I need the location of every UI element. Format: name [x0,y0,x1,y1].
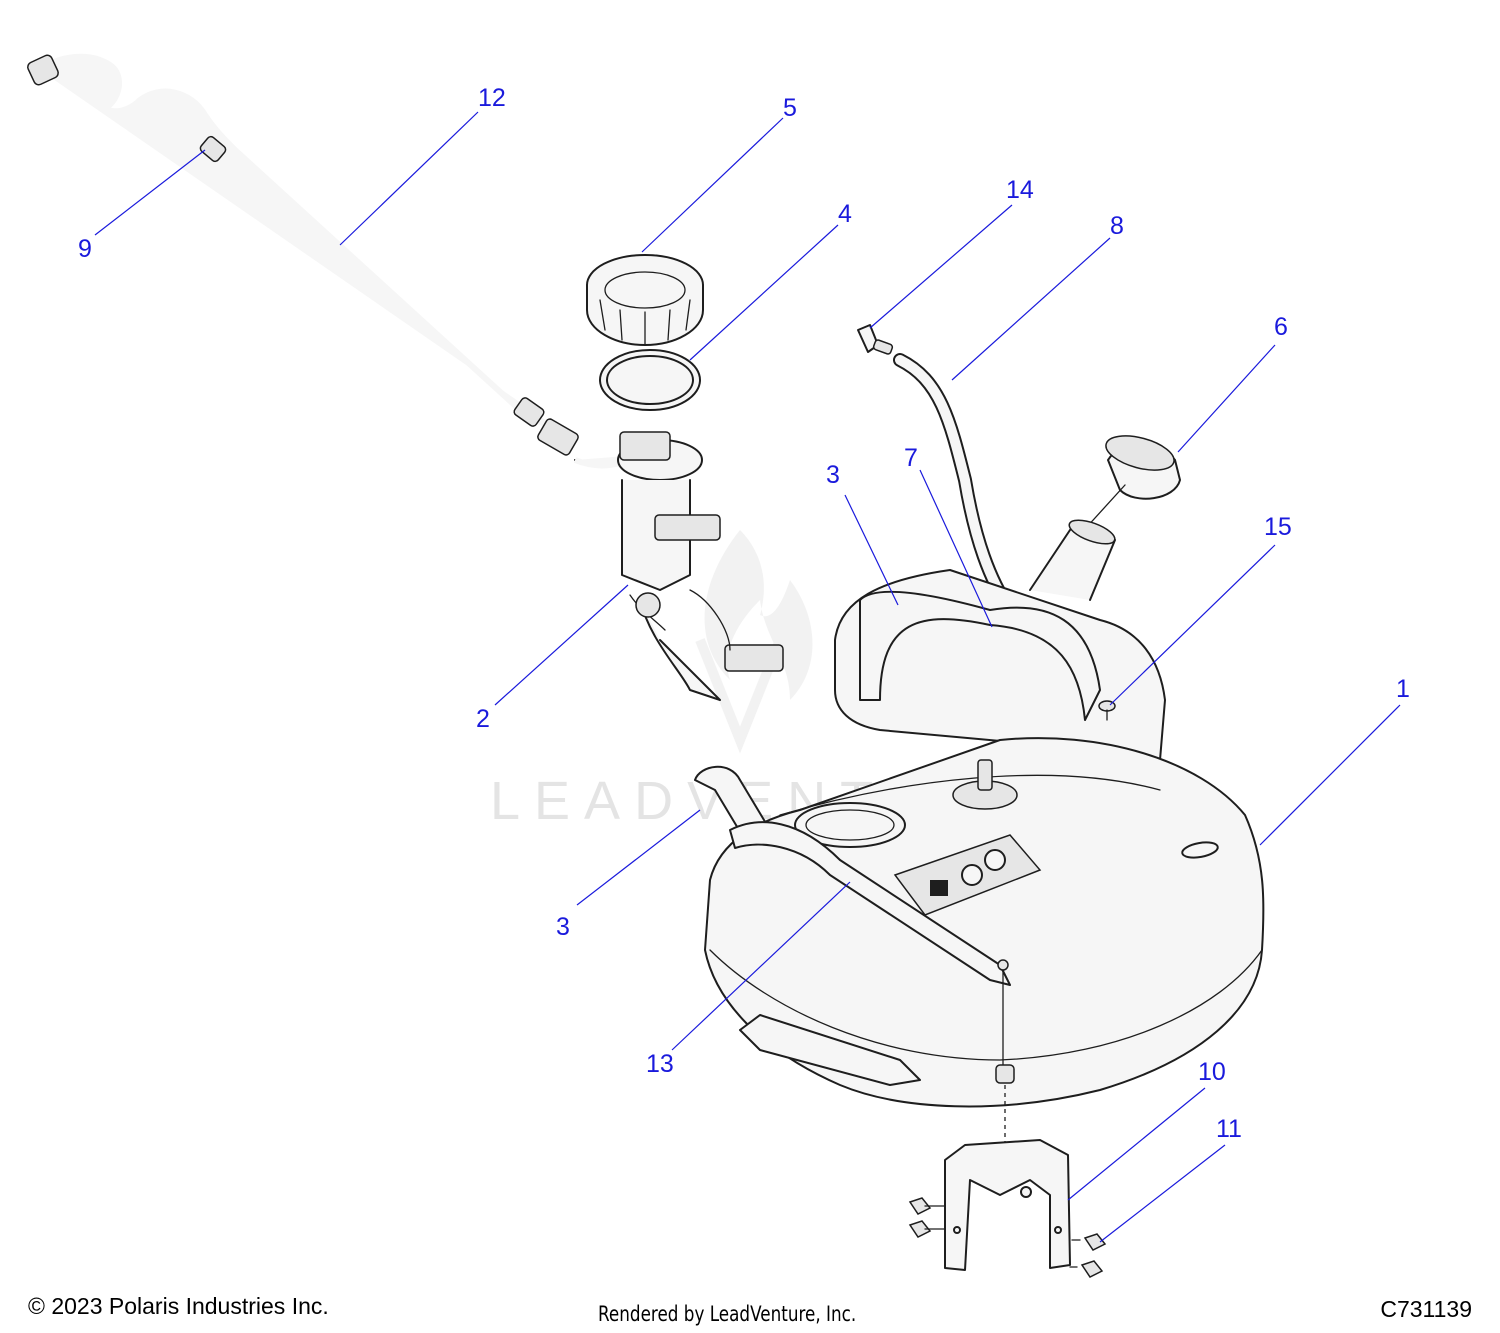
leader-line-4 [689,224,839,361]
watermark-logo-icon [695,530,813,754]
fuel-tank [704,519,1265,1108]
callout-5: 5 [783,94,797,122]
mounting-bolts [908,1197,1107,1278]
leader-line-5 [641,117,784,253]
tank-strap-front [729,821,1015,1084]
leader-line-6 [1177,344,1276,453]
callout-10: 10 [1198,1058,1226,1086]
callout-6: 6 [1274,313,1288,341]
leader-line-15 [1109,544,1276,706]
fuel-pump-lock-ring [586,254,704,346]
leader-line-2 [494,584,629,706]
tank-strap-rear [859,590,1101,721]
leader-line-14 [869,204,1013,329]
callout-3a: 3 [826,461,840,489]
leader-line-3b [576,809,701,906]
callout-8: 8 [1110,212,1124,240]
leader-line-7 [919,469,993,628]
leader-line-3a [844,494,899,606]
callout-14: 14 [1006,176,1034,204]
tank-mount-bracket [944,1139,1071,1271]
leader-line-12 [339,111,479,246]
callout-15: 15 [1264,513,1292,541]
leader-line-1 [1259,704,1401,846]
hose-clamp [199,135,227,163]
leader-line-11 [1099,1144,1226,1243]
tank-skid [739,1014,921,1086]
callout-9: 9 [78,235,92,263]
callout-13: 13 [646,1050,674,1078]
leader-lines [94,111,1401,1243]
callout-4: 4 [838,200,852,228]
callout-3b: 3 [556,913,570,941]
callout-11: 11 [1216,1115,1242,1143]
copyright-text: © 2023 Polaris Industries Inc. [28,1293,329,1319]
leader-line-13 [671,881,851,1051]
callout-12: 12 [478,84,506,112]
tank-screw [1098,700,1116,721]
leader-line-10 [1067,1087,1206,1201]
fuel-line-hose [27,53,642,469]
drawing-number: C731139 [1380,1296,1472,1322]
fuel-cap [1074,435,1181,541]
callout-7: 7 [904,444,918,472]
leader-line-8 [951,237,1111,381]
callout-1: 1 [1396,675,1410,703]
callout-labels: 1 2 3 3 4 5 6 7 8 9 10 11 12 13 14 15 [78,84,1410,1143]
callout-2: 2 [476,705,490,733]
fuel-pump-assembly [617,431,784,701]
fuel-pump-seal [599,349,701,411]
leader-line-9 [94,149,206,236]
rendered-by-text: Rendered by LeadVenture, Inc. [598,1302,857,1326]
vent-fitting [857,324,894,355]
